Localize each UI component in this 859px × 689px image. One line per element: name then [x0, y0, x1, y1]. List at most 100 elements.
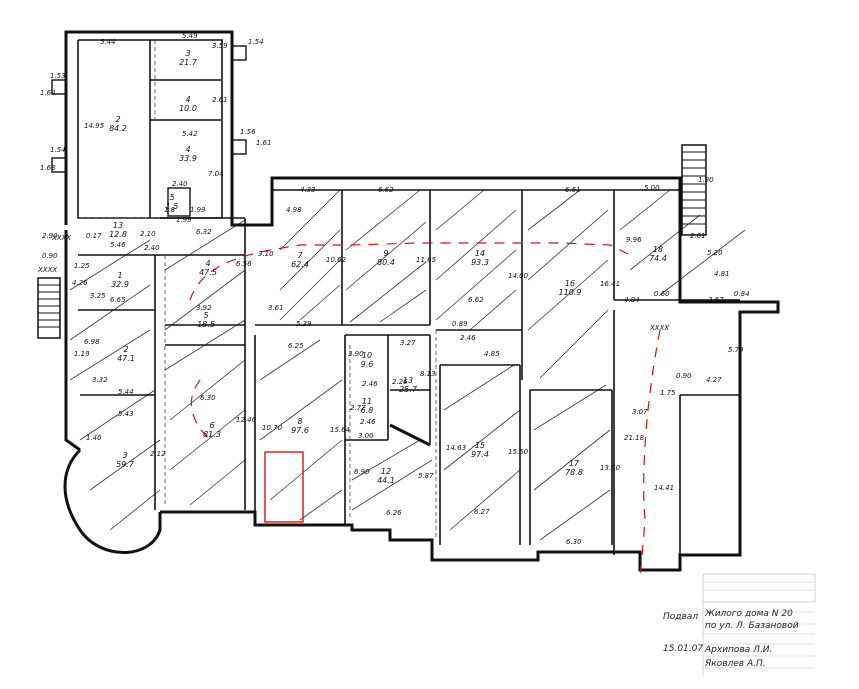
dimension: 5.87 [418, 472, 434, 480]
room-area: 62.4 [291, 260, 309, 269]
dimension: 2.40 [144, 244, 160, 252]
hatch-room-17 [533, 384, 611, 541]
dimension: 2.90 [42, 232, 58, 240]
dimension: 15.64 [330, 426, 350, 434]
dimension: 1.54 [248, 38, 264, 46]
dimension: 0.89 [452, 320, 468, 328]
dimension: 12.46 [236, 416, 257, 424]
dimension: 1.25 [74, 262, 90, 270]
room-area: 59.7 [116, 460, 135, 469]
room-area: 93.3 [471, 258, 489, 267]
dimension: 5.42 [182, 130, 198, 138]
room-number: 3 [185, 49, 190, 58]
dimension: 4.85 [484, 350, 500, 358]
dimension: 4.26 [72, 279, 88, 287]
hatch-room-15 [443, 364, 521, 531]
dimension: 1.40 [86, 434, 102, 442]
dimension: 0.90 [42, 252, 58, 260]
room-area: 33.9 [179, 154, 197, 163]
dimension: 3.32 [92, 376, 108, 384]
room-number: 10 [362, 351, 372, 360]
window-pits [51, 45, 247, 217]
dimension: 6.30 [566, 538, 582, 546]
dimension: 3.07 [632, 408, 648, 416]
dimension: 10.62 [326, 256, 347, 264]
room-area: 12.8 [109, 230, 127, 239]
dimension: 21.18 [624, 434, 645, 442]
wall-outer-upper [64, 30, 780, 572]
dimension: 9.96 [626, 236, 642, 244]
room-area: 80.4 [377, 258, 395, 267]
dimension: 14.95 [84, 122, 105, 130]
dimension: 0.60 [654, 290, 670, 298]
dimension: 5.46 [110, 241, 126, 249]
dimension: 15.50 [508, 448, 529, 456]
dimension: 1.90 [698, 176, 714, 184]
room-number: 11 [362, 397, 372, 406]
dimension: 10.70 [262, 424, 283, 432]
dimension: 2.61 [690, 232, 706, 240]
room-number: 13 [403, 376, 413, 385]
dimension: 3.25 [90, 292, 106, 300]
title-block: Подвал Жилого дома N 20 по ул. Л. Базано… [663, 573, 816, 677]
dimension: 6.30 [200, 394, 216, 402]
dimension: 3.27 [400, 339, 416, 347]
room-area: 6.8 [361, 406, 374, 415]
room-number: 1 [117, 271, 122, 280]
room-number: 15 [475, 441, 485, 450]
wall-outer-left [64, 230, 81, 452]
dimension: 6.27 [474, 508, 490, 516]
dimension: 1.68 [40, 164, 56, 172]
room-area: 47.1 [117, 354, 135, 363]
author-2: Яковлев А.П. [704, 659, 766, 669]
room-number: 2 [123, 345, 128, 354]
dimension: 1.54 [50, 146, 66, 154]
dimension: 2.46 [362, 380, 378, 388]
xxxx-mark: XXXX [649, 324, 669, 332]
dimension: 4.27 [706, 376, 722, 384]
hatching [69, 189, 746, 541]
room-number: 5 [169, 193, 174, 202]
dimension: 0.90 [676, 372, 692, 380]
room-area: 74.4 [649, 254, 667, 263]
dimension: 1.56 [240, 128, 256, 136]
dimension: 6.90 [354, 468, 370, 476]
dimension: 2.67 [708, 296, 724, 304]
dimension: 7.04 [208, 170, 224, 178]
dimension: 5.79 [728, 346, 744, 354]
dimension: 6.98 [84, 338, 100, 346]
room-labels: 2 84.2 3 21.7 4 10.0 4 33.9 5 1.5 13 12.… [109, 49, 667, 485]
room-number: 17 [569, 459, 580, 468]
dimension: 2.61 [212, 96, 228, 104]
dimension: 1.8 [164, 206, 176, 214]
author-1: Архипова Л.И. [704, 645, 772, 655]
dimension: 6.61 [565, 186, 581, 194]
staircase-top-right [681, 144, 707, 236]
room-area: 1.5 [166, 202, 179, 211]
room-number: 4 [185, 145, 190, 154]
room-area: 10.0 [179, 104, 197, 113]
room-area: 9.6 [361, 360, 374, 369]
hatch-room-7 [279, 189, 341, 321]
dimension: 4.84 [624, 296, 640, 304]
hatch-room-8 [259, 339, 343, 521]
dimension: 6.32 [196, 228, 212, 236]
room-number: 5 [203, 311, 208, 320]
dimension: 2.46 [360, 418, 376, 426]
dimension: 3.10 [258, 250, 274, 258]
room-number: 6 [209, 421, 214, 430]
dimension: 16.41 [600, 280, 620, 288]
dimension: 1.99 [176, 216, 192, 224]
room-number: 13 [113, 221, 123, 230]
dimension: 4.98 [286, 206, 302, 214]
room-number: 4 [185, 95, 190, 104]
dimension: 6.65 [110, 296, 126, 304]
room-number: 3 [122, 451, 127, 460]
dimension: 5.44 [118, 388, 134, 396]
room-area: 25.7 [399, 385, 418, 394]
dimension: 0.84 [734, 290, 750, 298]
dimension: 5.43 [118, 410, 134, 418]
dimension: 14.63 [446, 444, 466, 452]
dimension: 1.19 [74, 350, 90, 358]
walls [63, 30, 780, 572]
